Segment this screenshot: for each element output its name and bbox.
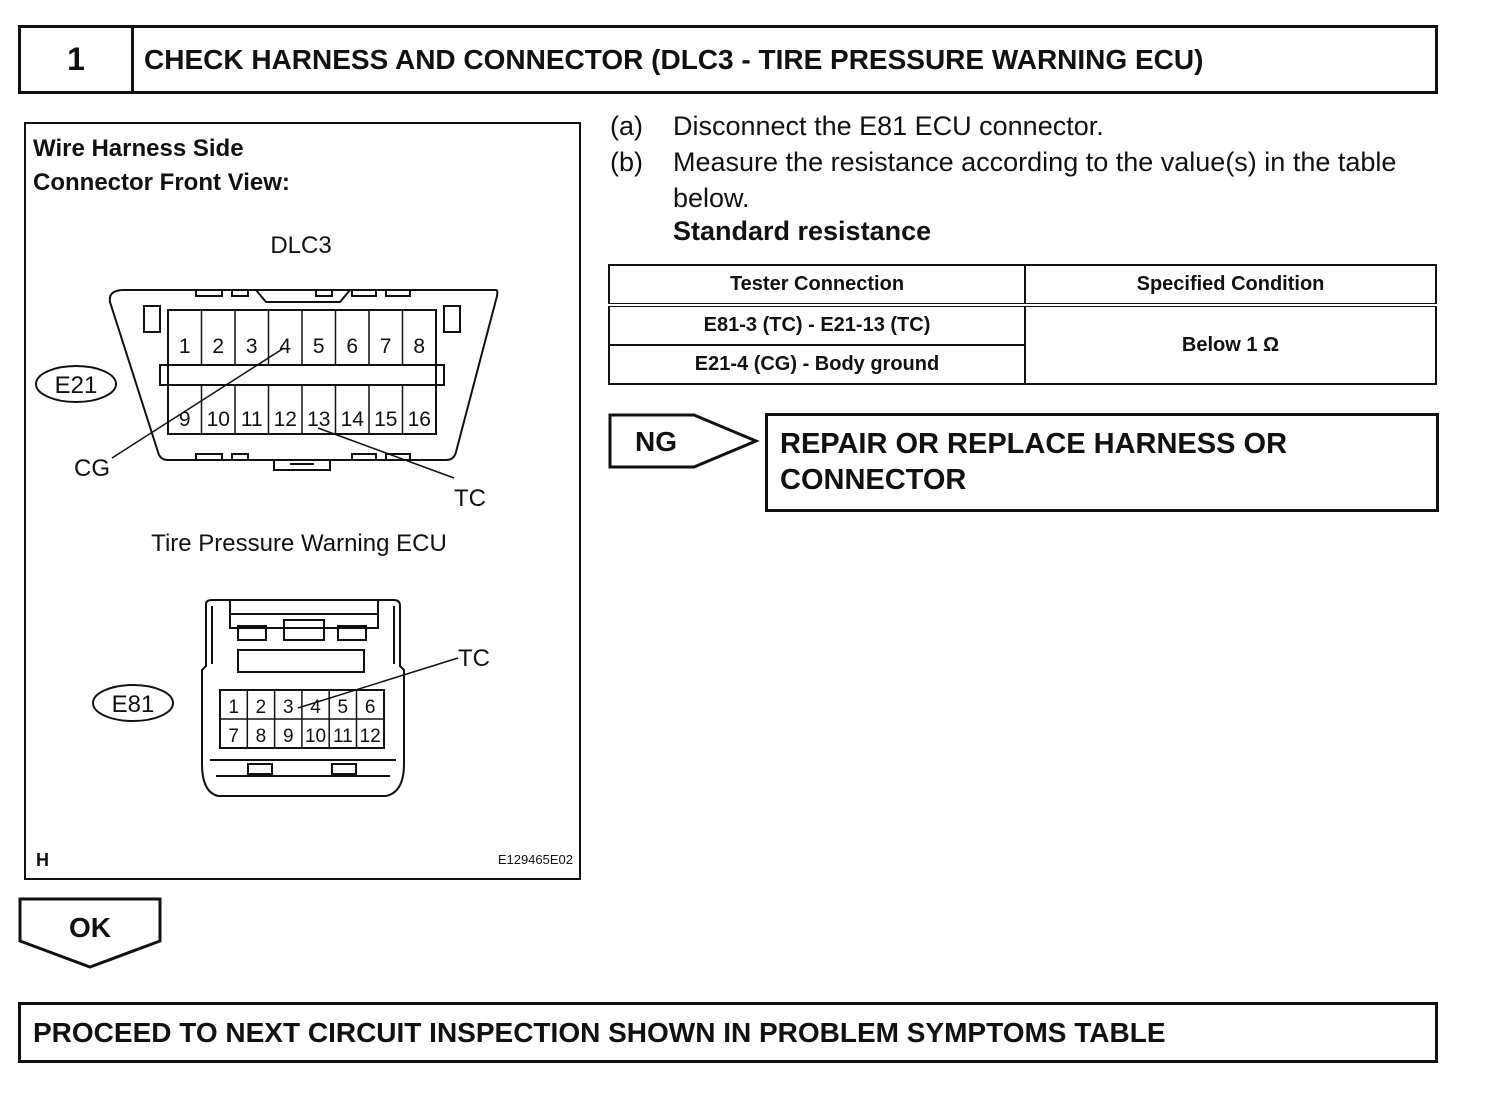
pin-number: 11 — [333, 726, 353, 747]
pin-number: 12 — [360, 726, 381, 747]
pin-number: 7 — [228, 726, 239, 747]
pin-number: 1 — [228, 697, 239, 718]
instruction-a-text: Disconnect the E81 ECU connector. — [673, 111, 1104, 141]
dlc3-label: DLC3 — [270, 232, 331, 259]
table-header: Tester Connection — [608, 264, 1026, 307]
table-condition-cell: Below 1 Ω — [1024, 304, 1437, 385]
pin-number: 6 — [365, 697, 376, 718]
e21-label: E21 — [55, 372, 98, 399]
ecu-label: Tire Pressure Warning ECU — [151, 530, 447, 557]
e81-oval — [92, 684, 174, 722]
pin-number: 10 — [305, 726, 326, 747]
proceed-box: PROCEED TO NEXT CIRCUIT INSPECTION SHOWN… — [18, 1002, 1438, 1063]
step-number: 1 — [21, 28, 134, 91]
tc-callout-dlc3: TC — [454, 485, 486, 512]
pin-number: 2 — [212, 335, 224, 358]
e21-oval — [35, 365, 117, 403]
tc-callout-ecu: TC — [458, 645, 490, 672]
standard-resistance-label: Standard resistance — [673, 216, 932, 246]
ng-action-text: REPAIR OR REPLACE HARNESS OR CONNECTOR — [780, 428, 1288, 496]
pin-number: 7 — [380, 335, 392, 358]
pin-number: 5 — [313, 335, 325, 358]
figure-heading-line1: Wire Harness Side — [33, 135, 244, 162]
ng-arrow-label: NG — [635, 426, 677, 457]
pin-number: 16 — [408, 408, 431, 431]
connector-figure: Wire Harness Side Connector Front View: … — [24, 122, 581, 880]
ecu-connector — [201, 599, 405, 797]
ok-arrow: OK — [18, 897, 164, 976]
pin-number: 15 — [374, 408, 397, 431]
table-row: E81-3 (TC) - E21-13 (TC) Below 1 Ω — [608, 304, 1437, 385]
pin-number: 9 — [179, 408, 191, 431]
figure-code: E129465E02 — [498, 852, 573, 867]
figure-heading-line2: Connector Front View: — [33, 169, 290, 196]
spec-table: Tester Connection Specified Condition E8… — [608, 264, 1437, 385]
cg-leader-line — [111, 347, 285, 459]
instruction-b-text: Measure the resistance according to the … — [673, 147, 1397, 213]
step-title: CHECK HARNESS AND CONNECTOR (DLC3 - TIRE… — [144, 43, 1204, 75]
pin-number: 1 — [179, 335, 191, 358]
proceed-text: PROCEED TO NEXT CIRCUIT INSPECTION SHOWN… — [33, 1016, 1166, 1048]
pin-number: 4 — [310, 697, 321, 718]
pin-number: 13 — [307, 408, 330, 431]
pin-number: 4 — [279, 335, 291, 358]
table-cell: E81-3 (TC) - E21-13 (TC) — [608, 304, 1026, 346]
pin-number: 14 — [341, 408, 365, 431]
figure-corner-letter: H — [36, 850, 49, 870]
pin-number: 8 — [413, 335, 425, 358]
ng-arrow: NG — [608, 413, 760, 474]
pin-number: 2 — [256, 697, 267, 718]
ok-arrow-label: OK — [69, 912, 111, 943]
pin-number: 11 — [241, 408, 263, 431]
ng-action-box: REPAIR OR REPLACE HARNESS OR CONNECTOR — [765, 413, 1439, 512]
pin-number: 9 — [283, 726, 294, 747]
instruction-a-label: (a) — [610, 111, 643, 141]
pin-number: 10 — [207, 408, 230, 431]
pin-number: 3 — [246, 335, 258, 358]
pin-number: 12 — [274, 408, 297, 431]
cg-callout: CG — [74, 455, 110, 482]
table-header: Specified Condition — [1024, 264, 1437, 307]
table-header-row: Tester Connection Specified Condition — [608, 264, 1437, 307]
pin-number: 5 — [338, 697, 349, 718]
table-cell: E21-4 (CG) - Body ground — [608, 344, 1026, 385]
e81-label: E81 — [112, 691, 155, 718]
tc-leader-line-ecu — [297, 657, 459, 709]
tc-leader-line-dlc3 — [317, 427, 455, 479]
instruction-b-label: (b) — [610, 147, 643, 177]
pin-number: 6 — [346, 335, 358, 358]
table-row: E21-4 (CG) - Body ground — [608, 344, 1436, 385]
pin-number: 8 — [256, 726, 267, 747]
step-header: 1 CHECK HARNESS AND CONNECTOR (DLC3 - TI… — [18, 25, 1438, 94]
dlc3-connector — [108, 289, 499, 471]
pin-number: 3 — [283, 697, 294, 718]
